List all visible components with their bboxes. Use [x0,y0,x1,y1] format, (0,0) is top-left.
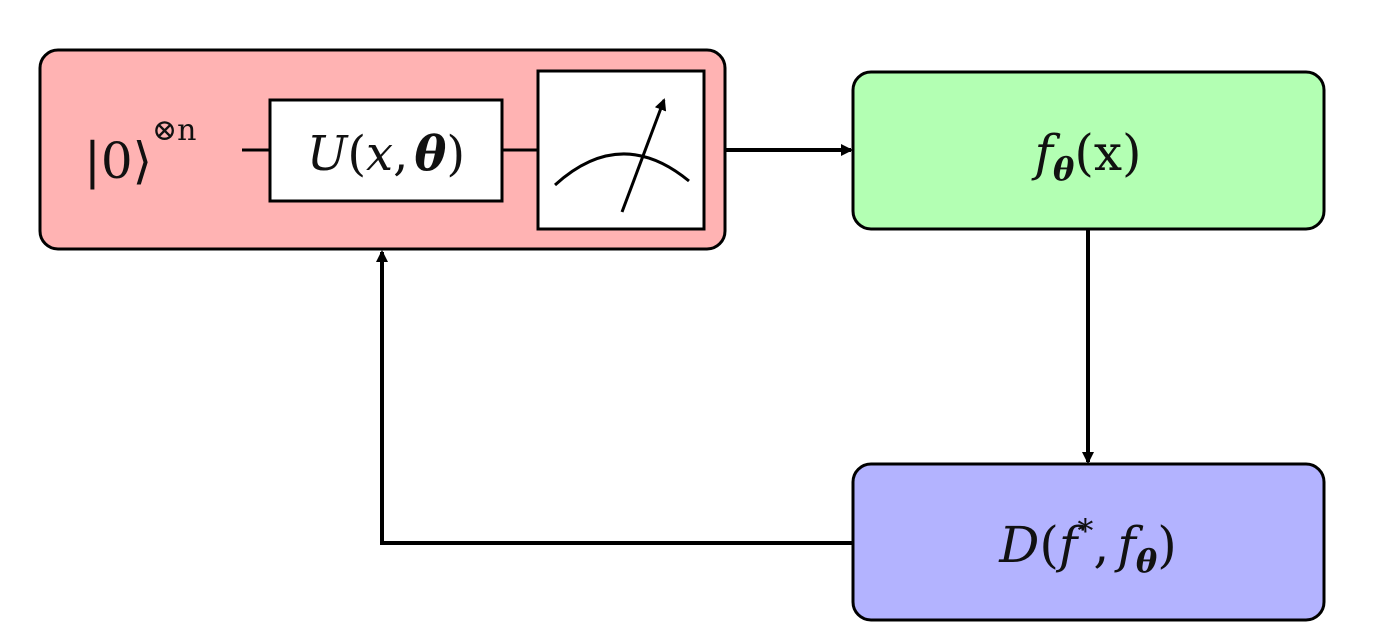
tensor-power-label: ⊗n [152,113,196,148]
arrow-distance-to-circuit [376,250,853,545]
distance-label: D(f*,fθ) [998,512,1176,580]
model-output-box: fθ(x) [851,70,1326,231]
unitary-gate: U(x,θ) [268,98,504,203]
model-output-label: fθ(x) [1030,124,1141,188]
measurement-meter-icon [536,69,706,231]
quantum-circuit-box: |0⟩ ⊗n U(x,θ) [38,48,727,251]
distance-box: D(f*,fθ) [851,462,1326,622]
unitary-label: U(x,θ) [307,126,465,182]
input-state-label: |0⟩ [84,132,152,190]
